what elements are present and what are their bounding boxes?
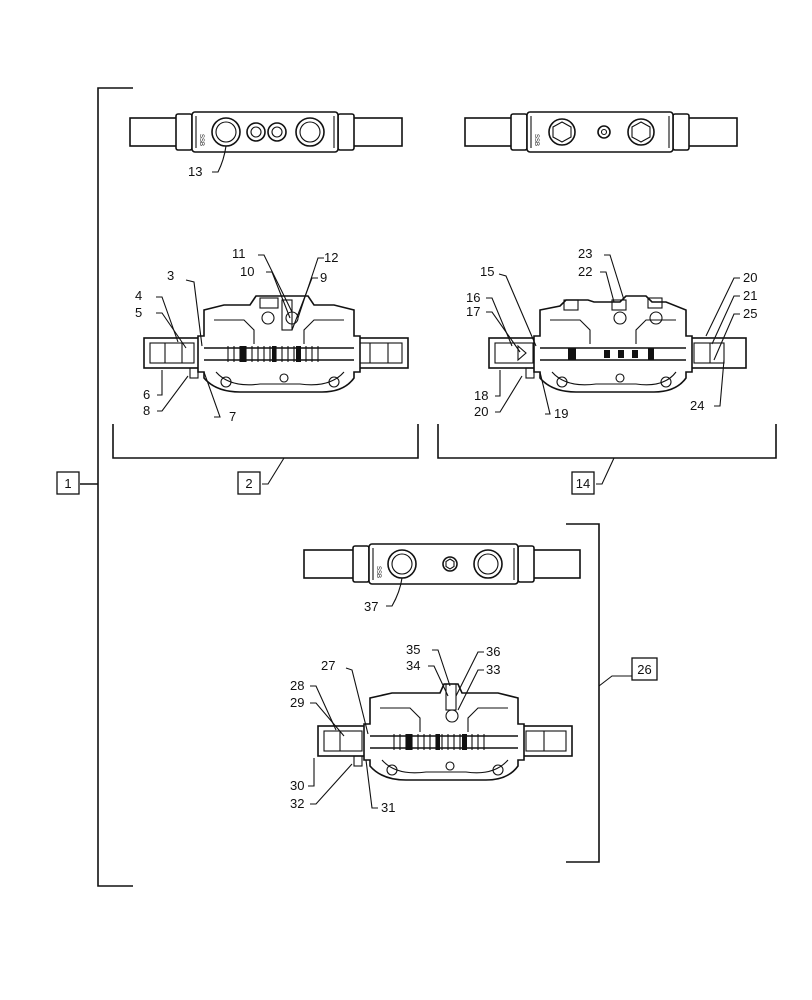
callout-4: 4 [135, 288, 142, 303]
callout-22: 22 [578, 264, 592, 279]
callout-30: 30 [290, 778, 304, 793]
callout-16: 16 [466, 290, 480, 305]
callout-24: 24 [690, 398, 704, 413]
callout-28: 28 [290, 678, 304, 693]
callout-20-upper: 20 [743, 270, 757, 285]
callout-5: 5 [135, 305, 142, 320]
callout-6: 6 [143, 387, 150, 402]
section-bracket-14: 14 [437, 424, 777, 495]
spool-detail-right [568, 348, 654, 360]
valve-top-view-left: SSB [129, 111, 403, 153]
callout-37: 37 [364, 599, 378, 614]
valve-side-view-bottom [317, 683, 573, 781]
section-bracket-2: 2 [112, 424, 419, 495]
leader-13: 13 [188, 145, 227, 179]
callout-12: 12 [324, 250, 338, 265]
callout-14: 14 [576, 476, 590, 491]
callout-8: 8 [143, 403, 150, 418]
body-marking-c: SSB [375, 566, 381, 578]
leaders-bottom-section: 35 34 36 33 27 28 29 30 32 31 [290, 642, 500, 815]
callout-23: 23 [578, 246, 592, 261]
callout-25: 25 [743, 306, 757, 321]
valve-side-view-right [488, 295, 747, 393]
callout-11: 11 [232, 246, 246, 261]
body-marking-a: SSB [198, 134, 204, 146]
callout-13: 13 [188, 164, 202, 179]
callout-26: 26 [637, 662, 651, 677]
section-bracket-26: 26 [566, 523, 658, 863]
spool-springs-bottom [393, 734, 485, 750]
callout-29: 29 [290, 695, 304, 710]
callout-9: 9 [320, 270, 327, 285]
callout-1: 1 [64, 476, 71, 491]
valve-side-view-left [143, 295, 409, 393]
callout-17: 17 [466, 304, 480, 319]
callout-box-1: 1 [56, 471, 80, 495]
valve-top-view-bottom: SSB [303, 543, 581, 585]
callout-21: 21 [743, 288, 757, 303]
callout-2: 2 [245, 476, 252, 491]
callout-35: 35 [406, 642, 420, 657]
main-bracket [80, 87, 133, 887]
callout-20-lower: 20 [474, 404, 488, 419]
callout-10: 10 [240, 264, 254, 279]
callout-33: 33 [486, 662, 500, 677]
leaders-right-section: 23 22 15 16 17 18 20 19 20 21 25 24 [466, 246, 757, 421]
callout-7: 7 [229, 409, 236, 424]
callout-31: 31 [381, 800, 395, 815]
callout-3: 3 [167, 268, 174, 283]
callout-36: 36 [486, 644, 500, 659]
valve-top-view-right: SSB [464, 111, 738, 153]
leaders-left-section: 11 10 12 9 3 4 5 6 8 7 [135, 246, 338, 424]
leader-37: 37 [364, 577, 403, 614]
callout-27: 27 [321, 658, 335, 673]
callout-32: 32 [290, 796, 304, 811]
body-marking-b: SSB [533, 134, 539, 146]
callout-34: 34 [406, 658, 420, 673]
spool-springs-left [227, 346, 319, 362]
callout-18: 18 [474, 388, 488, 403]
callout-19: 19 [554, 406, 568, 421]
callout-15: 15 [480, 264, 494, 279]
